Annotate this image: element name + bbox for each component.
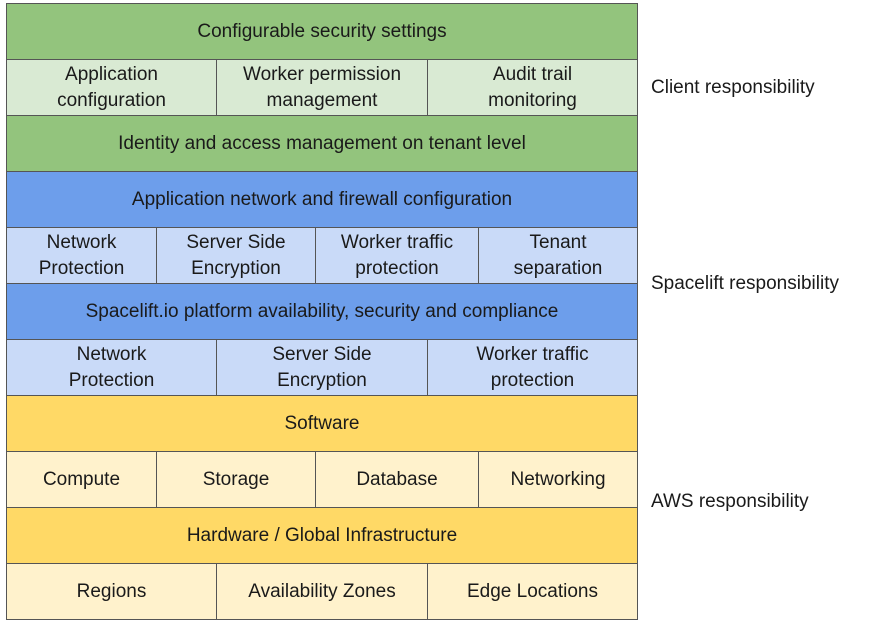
identity-access-management: Identity and access management on tenant… <box>6 115 638 172</box>
iam-row: Identity and access management on tenant… <box>6 115 638 172</box>
platform-row: Spacelift.io platform availability, secu… <box>6 283 638 340</box>
client-responsibility-label: Client responsibility <box>651 77 815 98</box>
configurable-security-settings: Configurable security settings <box>6 3 638 60</box>
worker-traffic-protection: Worker traffic protection <box>428 339 638 396</box>
app-network-row: Application network and firewall configu… <box>6 171 638 228</box>
audit-trail-monitoring: Audit trail monitoring <box>428 59 638 116</box>
aws-items-row-a: Compute Storage Database Networking <box>6 451 638 508</box>
client-items-row: Application configuration Worker permiss… <box>6 59 638 116</box>
database: Database <box>316 451 479 508</box>
server-side-encryption: Server Side Encryption <box>157 227 316 284</box>
spacelift-items-row-b: Network Protection Server Side Encryptio… <box>6 339 638 396</box>
compute: Compute <box>6 451 157 508</box>
edge-locations: Edge Locations <box>428 563 638 620</box>
application-configuration: Application configuration <box>6 59 217 116</box>
configurable-security-row: Configurable security settings <box>6 3 638 60</box>
software-row: Software <box>6 395 638 452</box>
worker-permission-management: Worker permission management <box>217 59 428 116</box>
spacelift-items-row-a: Network Protection Server Side Encryptio… <box>6 227 638 284</box>
aws-responsibility-label: AWS responsibility <box>651 491 809 512</box>
regions: Regions <box>6 563 217 620</box>
storage: Storage <box>157 451 316 508</box>
availability-zones: Availability Zones <box>217 563 428 620</box>
network-protection: Network Protection <box>6 227 157 284</box>
spacelift-responsibility-label: Spacelift responsibility <box>651 273 839 294</box>
worker-traffic-protection: Worker traffic protection <box>316 227 479 284</box>
server-side-encryption: Server Side Encryption <box>217 339 428 396</box>
application-network-firewall: Application network and firewall configu… <box>6 171 638 228</box>
networking: Networking <box>479 451 638 508</box>
spacelift-platform: Spacelift.io platform availability, secu… <box>6 283 638 340</box>
tenant-separation: Tenant separation <box>479 227 638 284</box>
software: Software <box>6 395 638 452</box>
hardware-row: Hardware / Global Infrastructure <box>6 507 638 564</box>
aws-items-row-b: Regions Availability Zones Edge Location… <box>6 563 638 620</box>
network-protection: Network Protection <box>6 339 217 396</box>
hardware-global-infrastructure: Hardware / Global Infrastructure <box>6 507 638 564</box>
responsibility-stack: Configurable security settings Applicati… <box>6 3 638 620</box>
